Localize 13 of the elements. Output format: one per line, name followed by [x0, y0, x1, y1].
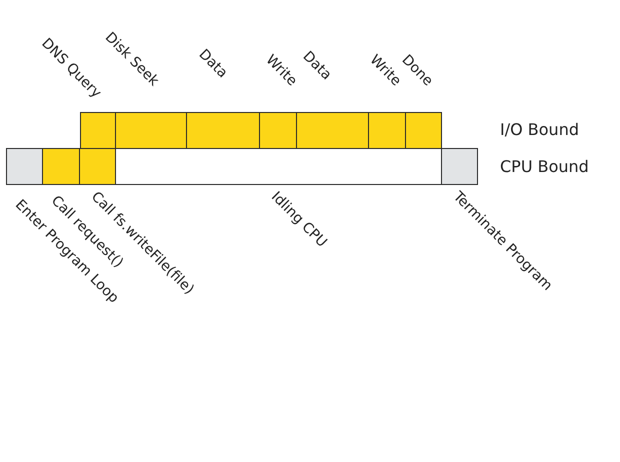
timeline-cell [79, 148, 116, 185]
timeline-cell [115, 112, 187, 149]
timeline-cell [296, 112, 369, 149]
timeline-cell [441, 148, 478, 185]
timeline-cell [405, 112, 442, 149]
row-label: I/O Bound [500, 120, 579, 139]
timeline-cell [80, 112, 116, 149]
timeline-cell [259, 112, 297, 149]
timeline-cell [368, 112, 406, 149]
timeline-cell [186, 112, 260, 149]
timeline-cell [42, 148, 80, 185]
row-label: CPU Bound [500, 157, 589, 176]
timeline-cell [6, 148, 43, 185]
